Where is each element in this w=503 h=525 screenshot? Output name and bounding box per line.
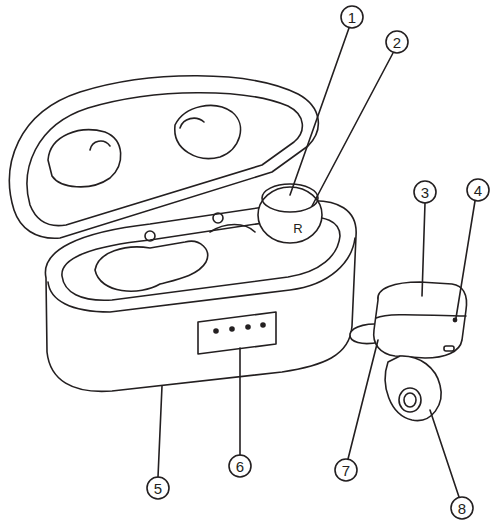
earbud-body bbox=[374, 282, 467, 358]
callout-circle bbox=[335, 459, 357, 481]
callout-number: 5 bbox=[154, 481, 162, 496]
led bbox=[246, 325, 250, 329]
led-panel bbox=[198, 312, 276, 354]
led bbox=[261, 323, 265, 327]
case-pin bbox=[145, 231, 155, 241]
lid-cavity bbox=[90, 141, 110, 150]
leader-line bbox=[312, 53, 393, 206]
ear-tip-opening bbox=[404, 393, 416, 407]
earbud-sensor bbox=[453, 318, 456, 321]
ear-tip bbox=[385, 356, 441, 421]
earbud-contact bbox=[444, 346, 454, 351]
leader-line bbox=[239, 348, 241, 455]
earbud-top bbox=[262, 184, 318, 212]
callout-number: 1 bbox=[348, 10, 356, 25]
lid-cavity bbox=[48, 130, 121, 187]
leader-line bbox=[456, 201, 475, 318]
callout-number: 8 bbox=[458, 501, 466, 516]
earbud-seam bbox=[376, 315, 466, 318]
callout-circle bbox=[414, 181, 436, 203]
case-rim bbox=[62, 217, 340, 300]
callout-number: 6 bbox=[236, 459, 244, 474]
callout-circle bbox=[386, 31, 408, 53]
led bbox=[214, 329, 218, 333]
ear-tip-opening bbox=[399, 388, 421, 412]
leader-line bbox=[422, 203, 425, 296]
side-marking: R bbox=[293, 222, 302, 235]
leader-line bbox=[158, 386, 162, 477]
callout-circle bbox=[451, 497, 473, 519]
callout-number: 3 bbox=[421, 185, 429, 200]
callout-circle bbox=[229, 455, 251, 477]
lid-cavity bbox=[180, 118, 204, 128]
callout-number: 7 bbox=[342, 463, 350, 478]
base-cavity bbox=[95, 241, 208, 291]
led bbox=[230, 327, 234, 331]
callout-circle bbox=[467, 179, 489, 201]
callout-number: 2 bbox=[393, 35, 401, 50]
leader-line bbox=[430, 410, 459, 497]
callout-circle bbox=[147, 477, 169, 499]
lid-cavity bbox=[175, 106, 241, 159]
callout-circle bbox=[341, 6, 363, 28]
leader-line bbox=[290, 28, 349, 195]
leader-line bbox=[348, 340, 378, 459]
callout-number: 4 bbox=[474, 183, 482, 198]
case-pin bbox=[213, 213, 223, 223]
base-cavity bbox=[210, 225, 255, 233]
